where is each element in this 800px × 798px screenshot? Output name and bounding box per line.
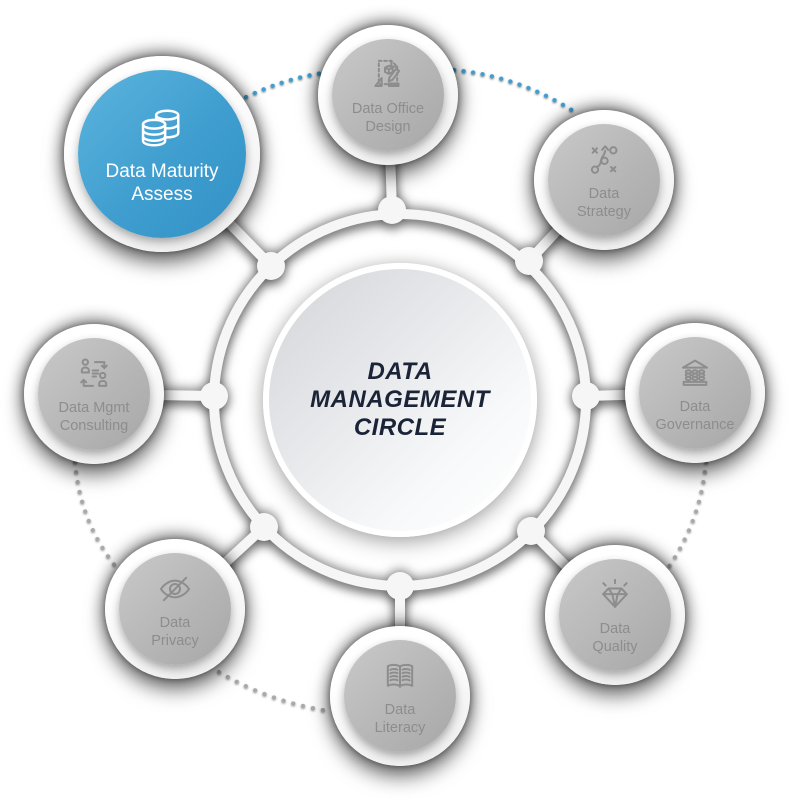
ring-nodes (200, 196, 600, 600)
node-data-maturity-assess: Data Maturity Assess (64, 56, 260, 252)
node-data-privacy: Data Privacy (105, 539, 245, 679)
node-label: Data Maturity Assess (106, 160, 219, 206)
bank-icon (682, 359, 708, 386)
node-data-mgmt-consulting-core: Data Mgmt Consulting (38, 338, 150, 450)
node-data-office-design: Data Office Design (318, 25, 458, 165)
node-label-line2: Quality (592, 638, 638, 655)
open-book-icon (386, 663, 414, 688)
node-label: Data Privacy (151, 614, 199, 650)
node-label-line1: Data Office (351, 100, 425, 117)
center-circle: DATA MANAGEMENT CIRCLE (263, 263, 537, 537)
node-label-line2: Literacy (374, 719, 426, 736)
center-title-line2: MANAGEMENT (310, 386, 490, 413)
eye-off-icon (160, 576, 190, 601)
node-data-literacy: Data Literacy (330, 626, 470, 766)
node-label-line2: Design (365, 118, 411, 135)
node-data-office-design-core: Data Office Design (332, 39, 444, 151)
gray-dotted-connectors (73, 460, 708, 713)
node-label: Data Governance (656, 398, 735, 434)
node-label-line1: Data (159, 614, 191, 631)
node-label-line1: Data (384, 701, 416, 718)
node-label: Data Strategy (577, 185, 631, 221)
database-icon (141, 108, 180, 147)
node-data-quality-core: Data Quality (559, 559, 671, 671)
center-title: DATA MANAGEMENT CIRCLE (310, 358, 490, 442)
diamond-icon (602, 578, 628, 608)
node-label-line1: Data (679, 398, 711, 415)
node-data-quality: Data Quality (545, 545, 685, 685)
node-data-governance: Data Governance (625, 323, 765, 463)
blueprint-design-icon (374, 59, 401, 87)
node-data-governance-core: Data Governance (639, 337, 751, 449)
node-label-line1: Data Mgmt (58, 399, 130, 416)
node-label-line1: Data (588, 185, 620, 202)
blue-dotted-connectors (243, 67, 581, 117)
node-label: Data Quality (592, 620, 637, 656)
node-label: Data Mgmt Consulting (59, 399, 130, 435)
node-label-line2: Assess (131, 183, 193, 205)
node-label-line2: Consulting (59, 417, 129, 434)
center-title-line1: DATA (367, 358, 433, 385)
node-data-privacy-core: Data Privacy (119, 553, 231, 665)
node-label-line1: Data (599, 620, 631, 637)
people-exchange-icon (80, 358, 108, 387)
strategy-plan-icon (590, 144, 618, 174)
center-title-line3: CIRCLE (353, 414, 447, 441)
node-data-literacy-core: Data Literacy (344, 640, 456, 752)
node-label-line2: Governance (655, 416, 735, 433)
node-data-maturity-assess-core: Data Maturity Assess (78, 70, 246, 238)
node-label: Data Literacy (375, 701, 426, 737)
node-label-line2: Privacy (151, 632, 199, 649)
node-label-line1: Data Maturity (105, 160, 219, 182)
node-label-line2: Strategy (577, 203, 631, 220)
node-label: Data Office Design (352, 100, 424, 136)
node-data-mgmt-consulting: Data Mgmt Consulting (24, 324, 164, 464)
node-data-strategy: Data Strategy (534, 110, 674, 250)
node-data-strategy-core: Data Strategy (548, 124, 660, 236)
